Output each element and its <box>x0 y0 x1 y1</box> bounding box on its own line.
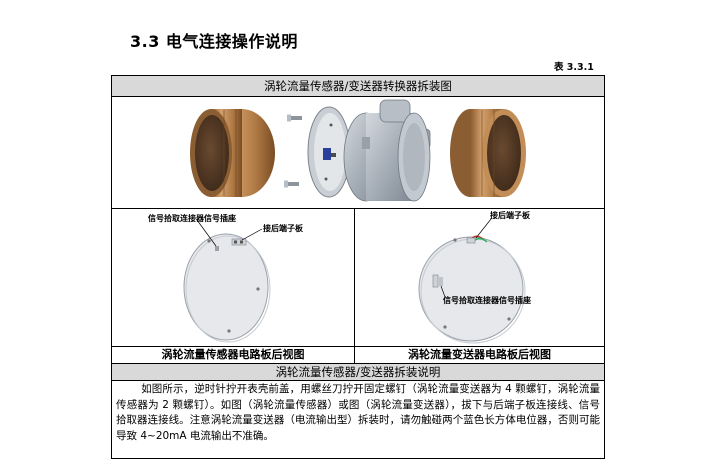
sensor-board-cell: 信号拾取连接器信号插座 接后端子板 <box>112 209 355 346</box>
board-captions-row: 涡轮流量传感器电路板后视图 涡轮流量变送器电路板后视图 <box>112 347 604 364</box>
exploded-view-row <box>112 97 604 209</box>
sensor-board-caption: 涡轮流量传感器电路板后视图 <box>112 347 355 363</box>
transmitter-housing <box>343 99 431 202</box>
table-number: 表 3.3.1 <box>554 62 594 73</box>
fixing-screw-top <box>287 114 302 122</box>
sensor-terminal-label: 接后端子板 <box>263 224 303 233</box>
instructions-body: 如图所示，逆时针拧开表壳前盖，用螺丝刀拧开固定螺钉（涡轮流量变送器为 4 颗螺钉… <box>112 381 604 458</box>
exploded-view-illustration <box>190 99 526 202</box>
transmitter-signal-socket-label: 信号拾取连接器信号插座 <box>443 296 531 305</box>
front-cover-cap <box>190 109 275 197</box>
rear-cover-cap <box>450 109 526 197</box>
transmitter-board-caption: 涡轮流量变送器电路板后视图 <box>408 348 551 361</box>
disassembly-table: 涡轮流量传感器/变送器转换器拆装图 <box>111 75 605 459</box>
sensor-board-illustration <box>183 219 271 343</box>
transmitter-terminal-label: 接后端子板 <box>490 211 530 220</box>
instructions-header: 涡轮流量传感器/变送器拆装说明 <box>112 364 604 381</box>
instructions-text: 如图所示，逆时针拧开表壳前盖，用螺丝刀拧开固定螺钉（涡轮流量变送器为 4 颗螺钉… <box>116 383 600 442</box>
circuit-board-disc <box>307 106 351 198</box>
sensor-signal-socket-label: 信号拾取连接器信号插座 <box>148 214 236 223</box>
transmitter-board-cell: 接后端子板 信号拾取连接器信号插座 <box>355 209 604 346</box>
transmitter-board-illustration <box>418 218 526 344</box>
table-header: 涡轮流量传感器/变送器转换器拆装图 <box>112 76 604 97</box>
board-rear-views-row: 信号拾取连接器信号插座 接后端子板 接后端子板 信号拾取连接器信号插座 <box>112 209 604 347</box>
fixing-screw-bottom <box>284 180 299 188</box>
section-title: 3.3 电气连接操作说明 <box>130 32 298 51</box>
